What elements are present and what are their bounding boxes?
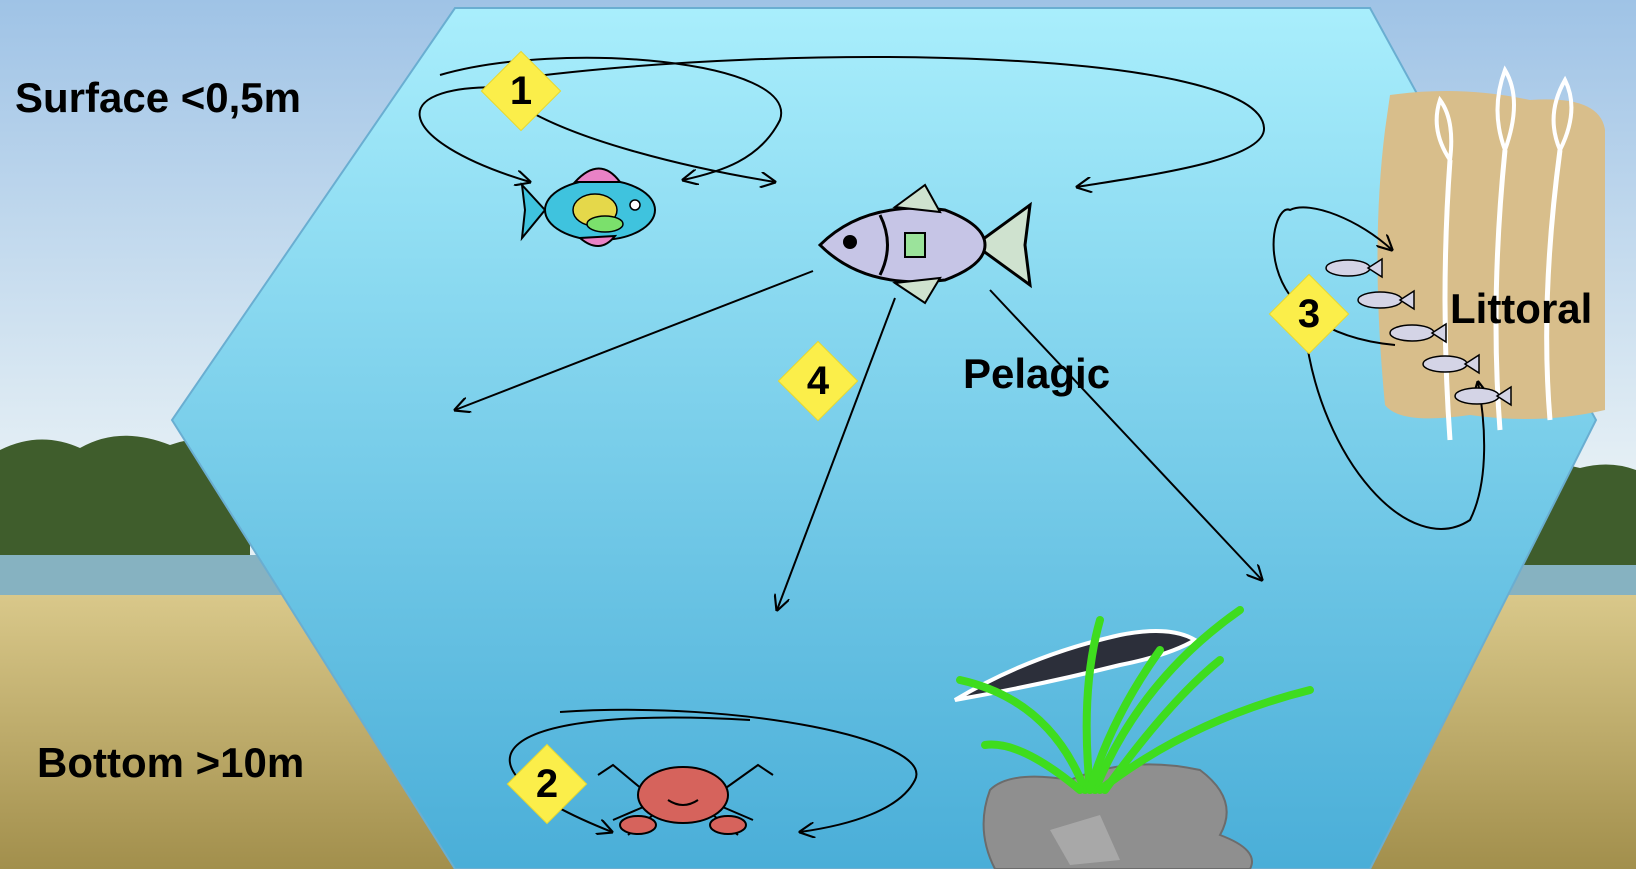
- lake-left: [0, 555, 290, 595]
- littoral-zone: [1378, 70, 1606, 440]
- surface-zone-label: Surface <0,5m: [15, 77, 301, 119]
- marker-4-label: 4: [788, 351, 848, 411]
- littoral-zone-label: Littoral: [1450, 288, 1592, 330]
- bottom-zone-label: Bottom >10m: [37, 742, 304, 784]
- marker-1-label: 1: [491, 61, 551, 121]
- water-body: [172, 8, 1596, 869]
- marker-2-label: 2: [517, 754, 577, 814]
- pelagic-zone-label: Pelagic: [963, 353, 1110, 395]
- marker-3-label: 3: [1279, 284, 1339, 344]
